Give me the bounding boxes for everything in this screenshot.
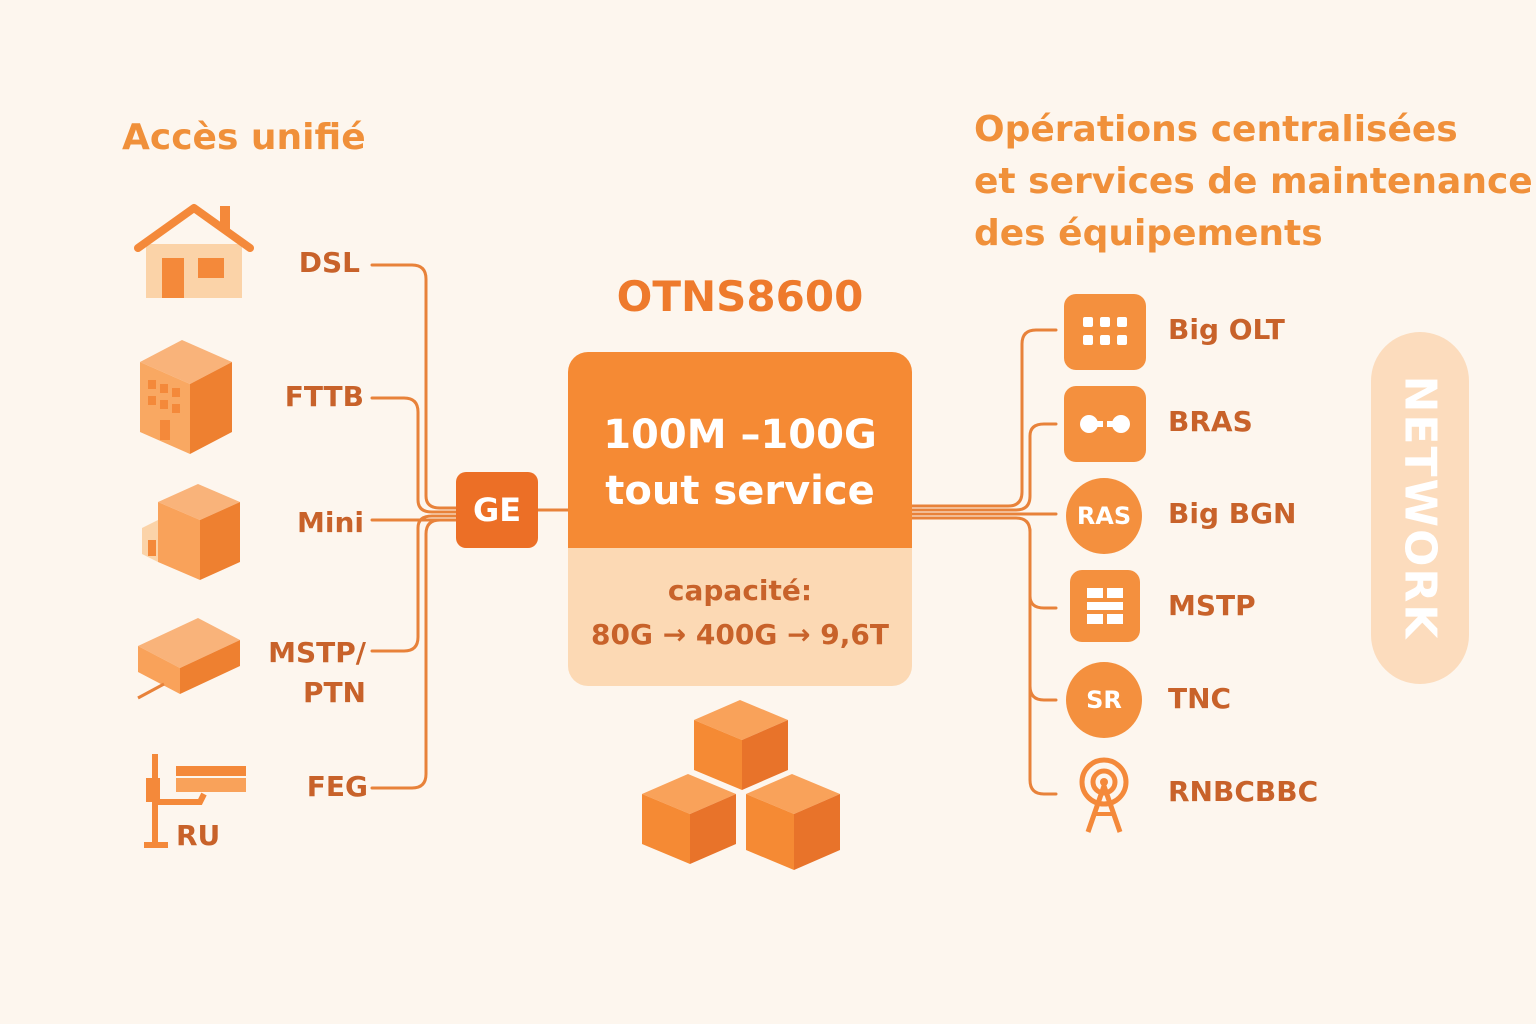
service-text: tout service <box>605 468 875 514</box>
panel-icon <box>1087 588 1123 624</box>
link-icon <box>1080 415 1130 433</box>
bras-label: BRAS <box>1168 405 1253 438</box>
mstp-ptn-label: MSTP/ PTN <box>262 633 366 713</box>
big-olt-label: Big OLT <box>1168 313 1285 346</box>
bandwidth-range: 100M –100G <box>603 412 877 458</box>
capacity-value: 80G → 400G → 9,6T <box>591 618 889 651</box>
ru-label: RU <box>176 819 221 852</box>
bras-icon <box>1064 386 1146 462</box>
ras-icon: RAS <box>1066 478 1142 554</box>
right-heading: Opérations centralisées et services de m… <box>974 104 1533 260</box>
tower-icon <box>1079 757 1129 833</box>
network-pill: NETWORK <box>1371 332 1469 684</box>
mstp-line1: MSTP/ <box>268 636 366 669</box>
network-label: NETWORK <box>1394 375 1446 641</box>
capacity-label: capacité: <box>667 574 813 607</box>
grid-icon <box>1083 317 1127 345</box>
mini-label: Mini <box>297 506 364 539</box>
right-heading-line1: Opérations centralisées <box>974 109 1458 150</box>
antenna-mount-icon <box>144 754 246 848</box>
right-heading-line3: des équipements <box>974 213 1323 254</box>
rnbcbbc-label: RNBCBBC <box>1168 775 1319 808</box>
mstp-icon <box>1070 570 1140 642</box>
ptn-line2: PTN <box>302 676 366 709</box>
tnc-label: TNC <box>1168 682 1232 715</box>
fttb-label: FTTB <box>284 380 364 413</box>
sr-icon: SR <box>1066 662 1142 738</box>
capability-panel: 100M –100G tout service <box>568 352 912 548</box>
big-olt-icon <box>1064 294 1146 370</box>
big-bgn-label: Big BGN <box>1168 497 1297 530</box>
box-device-icon <box>137 618 240 700</box>
device-title: OTNS8600 <box>616 272 864 321</box>
left-heading: Accès unifié <box>122 117 366 158</box>
capacity-panel: capacité: 80G → 400G → 9,6T <box>568 548 912 686</box>
dsl-label: DSL <box>298 246 360 279</box>
mini-block-icon <box>142 484 240 580</box>
mstp-label: MSTP <box>1168 589 1256 622</box>
ge-node: GE <box>456 472 538 548</box>
feg-label: FEG <box>306 770 368 803</box>
stacked-cubes-icon <box>642 700 840 870</box>
right-heading-line2: et services de maintenance <box>974 161 1533 202</box>
house-icon <box>134 204 254 298</box>
building-icon <box>140 340 232 454</box>
